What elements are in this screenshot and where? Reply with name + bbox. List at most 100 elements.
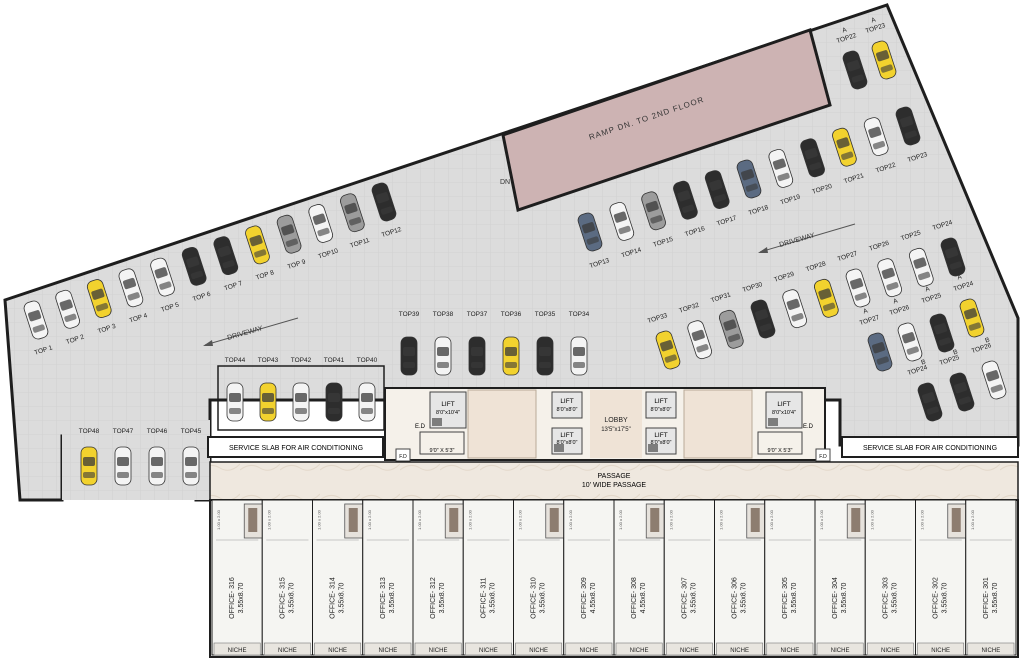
parking-cars: [23, 40, 1007, 486]
car-40s-top43: [259, 382, 277, 422]
niche-label: NICHE: [379, 648, 398, 654]
shaft-right: [757, 431, 803, 455]
slot-label-center-top34: TOP34: [569, 311, 590, 318]
car-top2: [55, 289, 80, 329]
office-small-label: 1.00 x 2.00: [266, 509, 271, 530]
car-mid-top14: [609, 202, 635, 241]
slot-prefix-corner-a-0: A: [862, 307, 869, 315]
shaft-left: [419, 431, 465, 455]
shaft-left-size: 9'0" X 5'3": [430, 448, 455, 454]
slot-label-40s-top43: TOP43: [258, 357, 279, 364]
slot-label-45s-top46: TOP46: [147, 428, 168, 435]
car-center-top39: [400, 336, 418, 376]
passage-title: PASSAGE: [598, 473, 631, 480]
car-top11: [340, 193, 365, 233]
office-size: 3.55x8.70: [339, 583, 346, 614]
car-right-top24: [940, 237, 966, 277]
slot-label-40s-top42: TOP42: [291, 357, 312, 364]
office-name: OFFICE- 313: [380, 577, 387, 619]
car-corner-1: [867, 332, 893, 372]
lobby-size: 13'5"x17'5": [601, 427, 631, 433]
car-top1: [23, 300, 49, 340]
slot-label-center-top36: TOP36: [501, 311, 522, 318]
car-right-top27: [845, 268, 871, 308]
office-name: OFFICE- 305: [782, 577, 789, 619]
slot-label-45s-top45: TOP45: [181, 428, 202, 435]
office-small-label: 1.00 x 2.00: [769, 509, 774, 530]
office-name: OFFICE- 301: [983, 577, 990, 619]
niche-label: NICHE: [328, 648, 347, 654]
car-top7: [213, 236, 239, 276]
car-top8: [245, 225, 270, 265]
office-size: 4.55x8.70: [590, 583, 597, 614]
ed-left: E.D: [415, 424, 426, 430]
car-center-top35: [536, 336, 554, 376]
car-center-top36: [502, 336, 520, 376]
car-mid-top16: [673, 180, 698, 220]
car-mid-top20: [800, 138, 825, 178]
office-size: 3.55x8.70: [841, 583, 848, 614]
car-45s-top48: [80, 446, 98, 486]
car-45s-top47: [114, 446, 132, 486]
office-name: OFFICE- 309: [581, 577, 588, 619]
car-40s-top44: [226, 382, 244, 422]
car-top6: [181, 246, 207, 286]
lift-1: LIFT 8'0"x10'4": [429, 391, 467, 429]
lift-4-size: 8'0"x8'0": [651, 407, 672, 413]
office-small-label: 1.00 x 2.00: [417, 509, 422, 530]
car-corner-7: [981, 360, 1007, 400]
office-name: OFFICE- 307: [681, 577, 688, 619]
slot-prefix-a-1: A: [870, 16, 877, 24]
slot-label-center-top37: TOP37: [467, 311, 488, 318]
niche-label: NICHE: [730, 648, 749, 654]
slot-prefix-corner-b-0: B: [920, 359, 926, 367]
lift-4-label: LIFT: [654, 398, 667, 405]
niche-label: NICHE: [982, 648, 1001, 654]
slot-prefix-corner-b-2: B: [984, 337, 990, 345]
niche-label: NICHE: [831, 648, 850, 654]
car-top5: [150, 257, 175, 297]
car-40s-top41: [325, 382, 343, 422]
lift-4: LIFT 8'0"x8'0": [645, 391, 677, 419]
office-small-label: 1.00 x 2.00: [668, 509, 673, 530]
office-size: 3.55x8.70: [741, 583, 748, 614]
niche-label: NICHE: [931, 648, 950, 654]
service-slab-right-label: SERVICE SLAB FOR AIR CONDITIONING: [863, 445, 997, 452]
car-top3: [86, 279, 112, 318]
car-right-top32: [687, 320, 712, 360]
office-small-label: 1.00 x 2.00: [367, 509, 372, 530]
fd-left: F.D: [399, 454, 407, 460]
office-name: OFFICE- 310: [531, 577, 538, 619]
car-right-top25: [909, 247, 934, 287]
slot-label-45s-top47: TOP47: [113, 428, 134, 435]
slot-label-45s-top48: TOP48: [79, 428, 100, 435]
car-mid-top19: [768, 149, 794, 188]
service-slab-right: [841, 436, 1019, 458]
fd-right: F.D: [819, 454, 827, 460]
slot-prefix-a-0: A: [841, 26, 848, 34]
office-small-label: 1.00 x 2.00: [467, 509, 472, 530]
car-top12: [371, 182, 397, 222]
car-center-top38: [434, 336, 452, 376]
car-right-top26: [877, 258, 902, 298]
office-size: 3.55x8.70: [439, 583, 446, 614]
lobby-title: LOBBY: [604, 417, 628, 424]
office-size: 3.55x8.70: [489, 583, 496, 614]
office-size: 3.55x8.70: [891, 583, 898, 614]
niche-label: NICHE: [630, 648, 649, 654]
office-small-label: 1.00 x 2.00: [618, 509, 623, 530]
car-center-top34: [570, 336, 588, 376]
lift-2-size: 8'0"x8'0": [557, 407, 578, 413]
lift-5-label: LIFT: [654, 432, 667, 439]
car-right-top33: [655, 330, 681, 370]
niche-label: NICHE: [781, 648, 800, 654]
stair-left: [467, 389, 537, 459]
